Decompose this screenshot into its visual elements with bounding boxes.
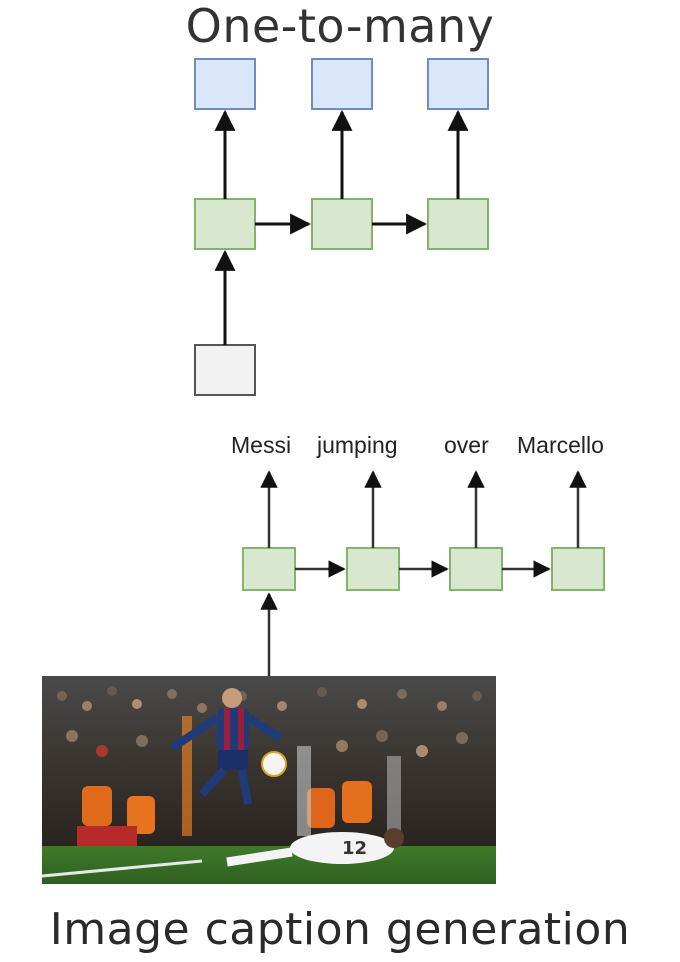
figure-caption: Image caption generation (49, 904, 631, 955)
output-word-2: jumping (317, 432, 398, 458)
output-word-3: over (444, 432, 489, 458)
caption-hidden-box-1 (242, 547, 296, 591)
caption-hidden-box-2 (346, 547, 400, 591)
output-box-2 (311, 58, 373, 110)
caption-hidden-box-4 (551, 547, 605, 591)
output-word-1: Messi (231, 432, 292, 458)
input-box (194, 344, 256, 396)
soccer-photo: 12 (42, 676, 496, 884)
output-word-4: Marcello (517, 432, 604, 458)
diagram-title: One-to-many (185, 0, 495, 53)
hidden-box-2 (311, 198, 373, 250)
output-box-3 (427, 58, 489, 110)
caption-hidden-box-3 (449, 547, 503, 591)
hidden-box-3 (427, 198, 489, 250)
hidden-box-1 (194, 198, 256, 250)
jersey-number: 12 (342, 838, 367, 859)
output-box-1 (194, 58, 256, 110)
